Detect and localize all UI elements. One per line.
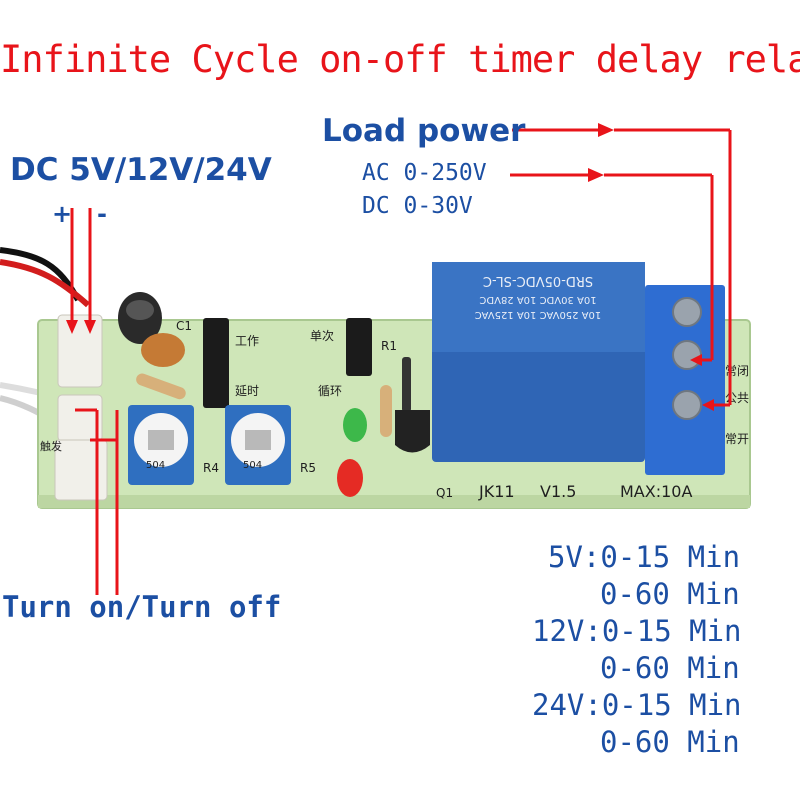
ceramic-capacitor xyxy=(141,333,185,367)
minus-arrow-head xyxy=(84,320,96,334)
screw-no xyxy=(672,390,702,420)
board-version: V1.5 xyxy=(540,482,576,501)
page-title: Infinite Cycle on-off timer delay relay xyxy=(0,38,800,81)
label-q1: Q1 xyxy=(436,486,453,500)
label-cycle: 循环 xyxy=(318,384,342,398)
pot-right-value: 504 xyxy=(243,460,262,471)
relay-rating-text-1: 10A 30VDC 10A 28VDC xyxy=(479,294,596,305)
screw-nc xyxy=(672,297,702,327)
load-ac-range: AC 0-250V xyxy=(362,160,487,186)
label-no: 常开 xyxy=(725,432,749,446)
timing-24v-15: 24V:0-15 Min xyxy=(532,688,742,722)
timing-24v-60: 0-60 Min xyxy=(600,725,740,759)
jumper-left xyxy=(203,318,229,408)
red-led xyxy=(337,459,363,497)
minus-sign: - xyxy=(97,200,107,228)
label-delay: 延时 xyxy=(235,384,259,398)
plus-arrow-head xyxy=(66,320,78,334)
trigger-connector xyxy=(54,439,108,501)
resistor xyxy=(136,373,186,400)
jumper-right xyxy=(346,318,372,376)
pot-left-value: 504 xyxy=(146,460,165,471)
trigger-connector-top xyxy=(57,394,103,442)
red-wire xyxy=(0,259,90,308)
screw-com xyxy=(672,340,702,370)
label-c1: C1 xyxy=(176,319,192,333)
resistor-r1 xyxy=(380,385,392,437)
green-led xyxy=(343,408,367,442)
load-power-label: Load power xyxy=(322,113,526,149)
timing-12v-60: 0-60 Min xyxy=(600,651,740,685)
pcb-edge xyxy=(38,495,750,508)
transistor-q1 xyxy=(395,410,430,453)
board-model: JK11 xyxy=(478,482,515,501)
relay-model-text: SRD-05VDC-SL-C xyxy=(483,273,593,288)
label-single: 单次 xyxy=(310,329,334,343)
timing-5v-15: 5V:0-15 Min xyxy=(548,540,741,574)
ac-arrow-head xyxy=(588,168,604,182)
switch-label: Turn on/Turn off xyxy=(2,590,282,624)
label-work: 工作 xyxy=(235,334,259,348)
timing-12v-15: 12V:0-15 Min xyxy=(532,614,742,648)
label-r4: R4 xyxy=(203,461,219,475)
load-dc-range: DC 0-30V xyxy=(362,193,473,219)
screw-terminal xyxy=(645,285,725,475)
relay-rating-text-2: 10A 250VAC 10A 125VAC xyxy=(475,309,602,320)
diode xyxy=(402,357,411,412)
label-trigger: 触发 xyxy=(40,439,62,453)
power-input-label: DC 5V/12V/24V xyxy=(10,152,272,188)
board-max-current: MAX:10A xyxy=(620,482,692,501)
power-connector xyxy=(57,314,103,388)
load-arrow-head xyxy=(598,123,614,137)
plus-sign: + xyxy=(52,200,73,228)
label-r1: R1 xyxy=(381,339,397,353)
timing-5v-60: 0-60 Min xyxy=(600,577,740,611)
label-r5: R5 xyxy=(300,461,316,475)
